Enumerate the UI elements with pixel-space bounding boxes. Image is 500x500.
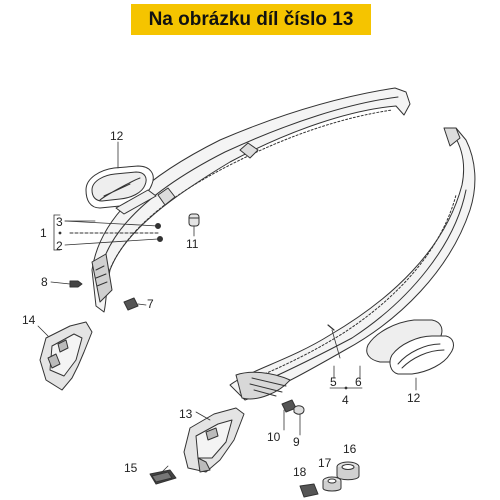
callout-12-upper: 12 — [110, 129, 124, 143]
leader-lines — [37, 141, 417, 475]
left-side-rail — [91, 87, 411, 313]
page-title: Na obrázku díl číslo 13 — [148, 8, 354, 30]
part-12-emblem-lower — [366, 319, 454, 375]
callout-8: 8 — [41, 275, 48, 289]
callout-7: 7 — [147, 297, 154, 311]
part-12-emblem-upper — [85, 165, 157, 215]
callout-16: 16 — [343, 442, 357, 456]
part-15-plate — [149, 469, 177, 485]
callout-6: 6 — [355, 375, 362, 389]
part-13-bracket — [183, 407, 245, 473]
callout-17: 17 — [318, 456, 332, 470]
callout-labels: 12 3 1 2 11 8 7 14 5 6 4 12 13 10 9 15 1… — [22, 129, 421, 479]
callout-18: 18 — [293, 465, 307, 479]
callout-4: 4 — [342, 393, 349, 407]
callout-13: 13 — [179, 407, 193, 421]
part-14-bracket — [39, 321, 93, 391]
part-11-clip — [188, 213, 200, 227]
callout-3: 3 — [56, 215, 63, 229]
right-side-rail — [229, 127, 476, 401]
callout-10: 10 — [267, 430, 281, 444]
callout-5: 5 — [330, 375, 337, 389]
callout-2: 2 — [56, 239, 63, 253]
title-banner: Na obrázku díl číslo 13 — [131, 4, 371, 35]
callout-1: 1 — [40, 226, 47, 240]
part-8-screw — [69, 280, 83, 288]
parts-9-10-fasteners — [281, 399, 305, 415]
part-7-nut — [123, 297, 139, 311]
callout-9: 9 — [293, 435, 300, 449]
grommet-parts — [299, 461, 360, 498]
callout-14: 14 — [22, 313, 36, 327]
callout-15: 15 — [124, 461, 138, 475]
callout-11: 11 — [186, 237, 199, 251]
callout-12-lower: 12 — [407, 391, 421, 405]
